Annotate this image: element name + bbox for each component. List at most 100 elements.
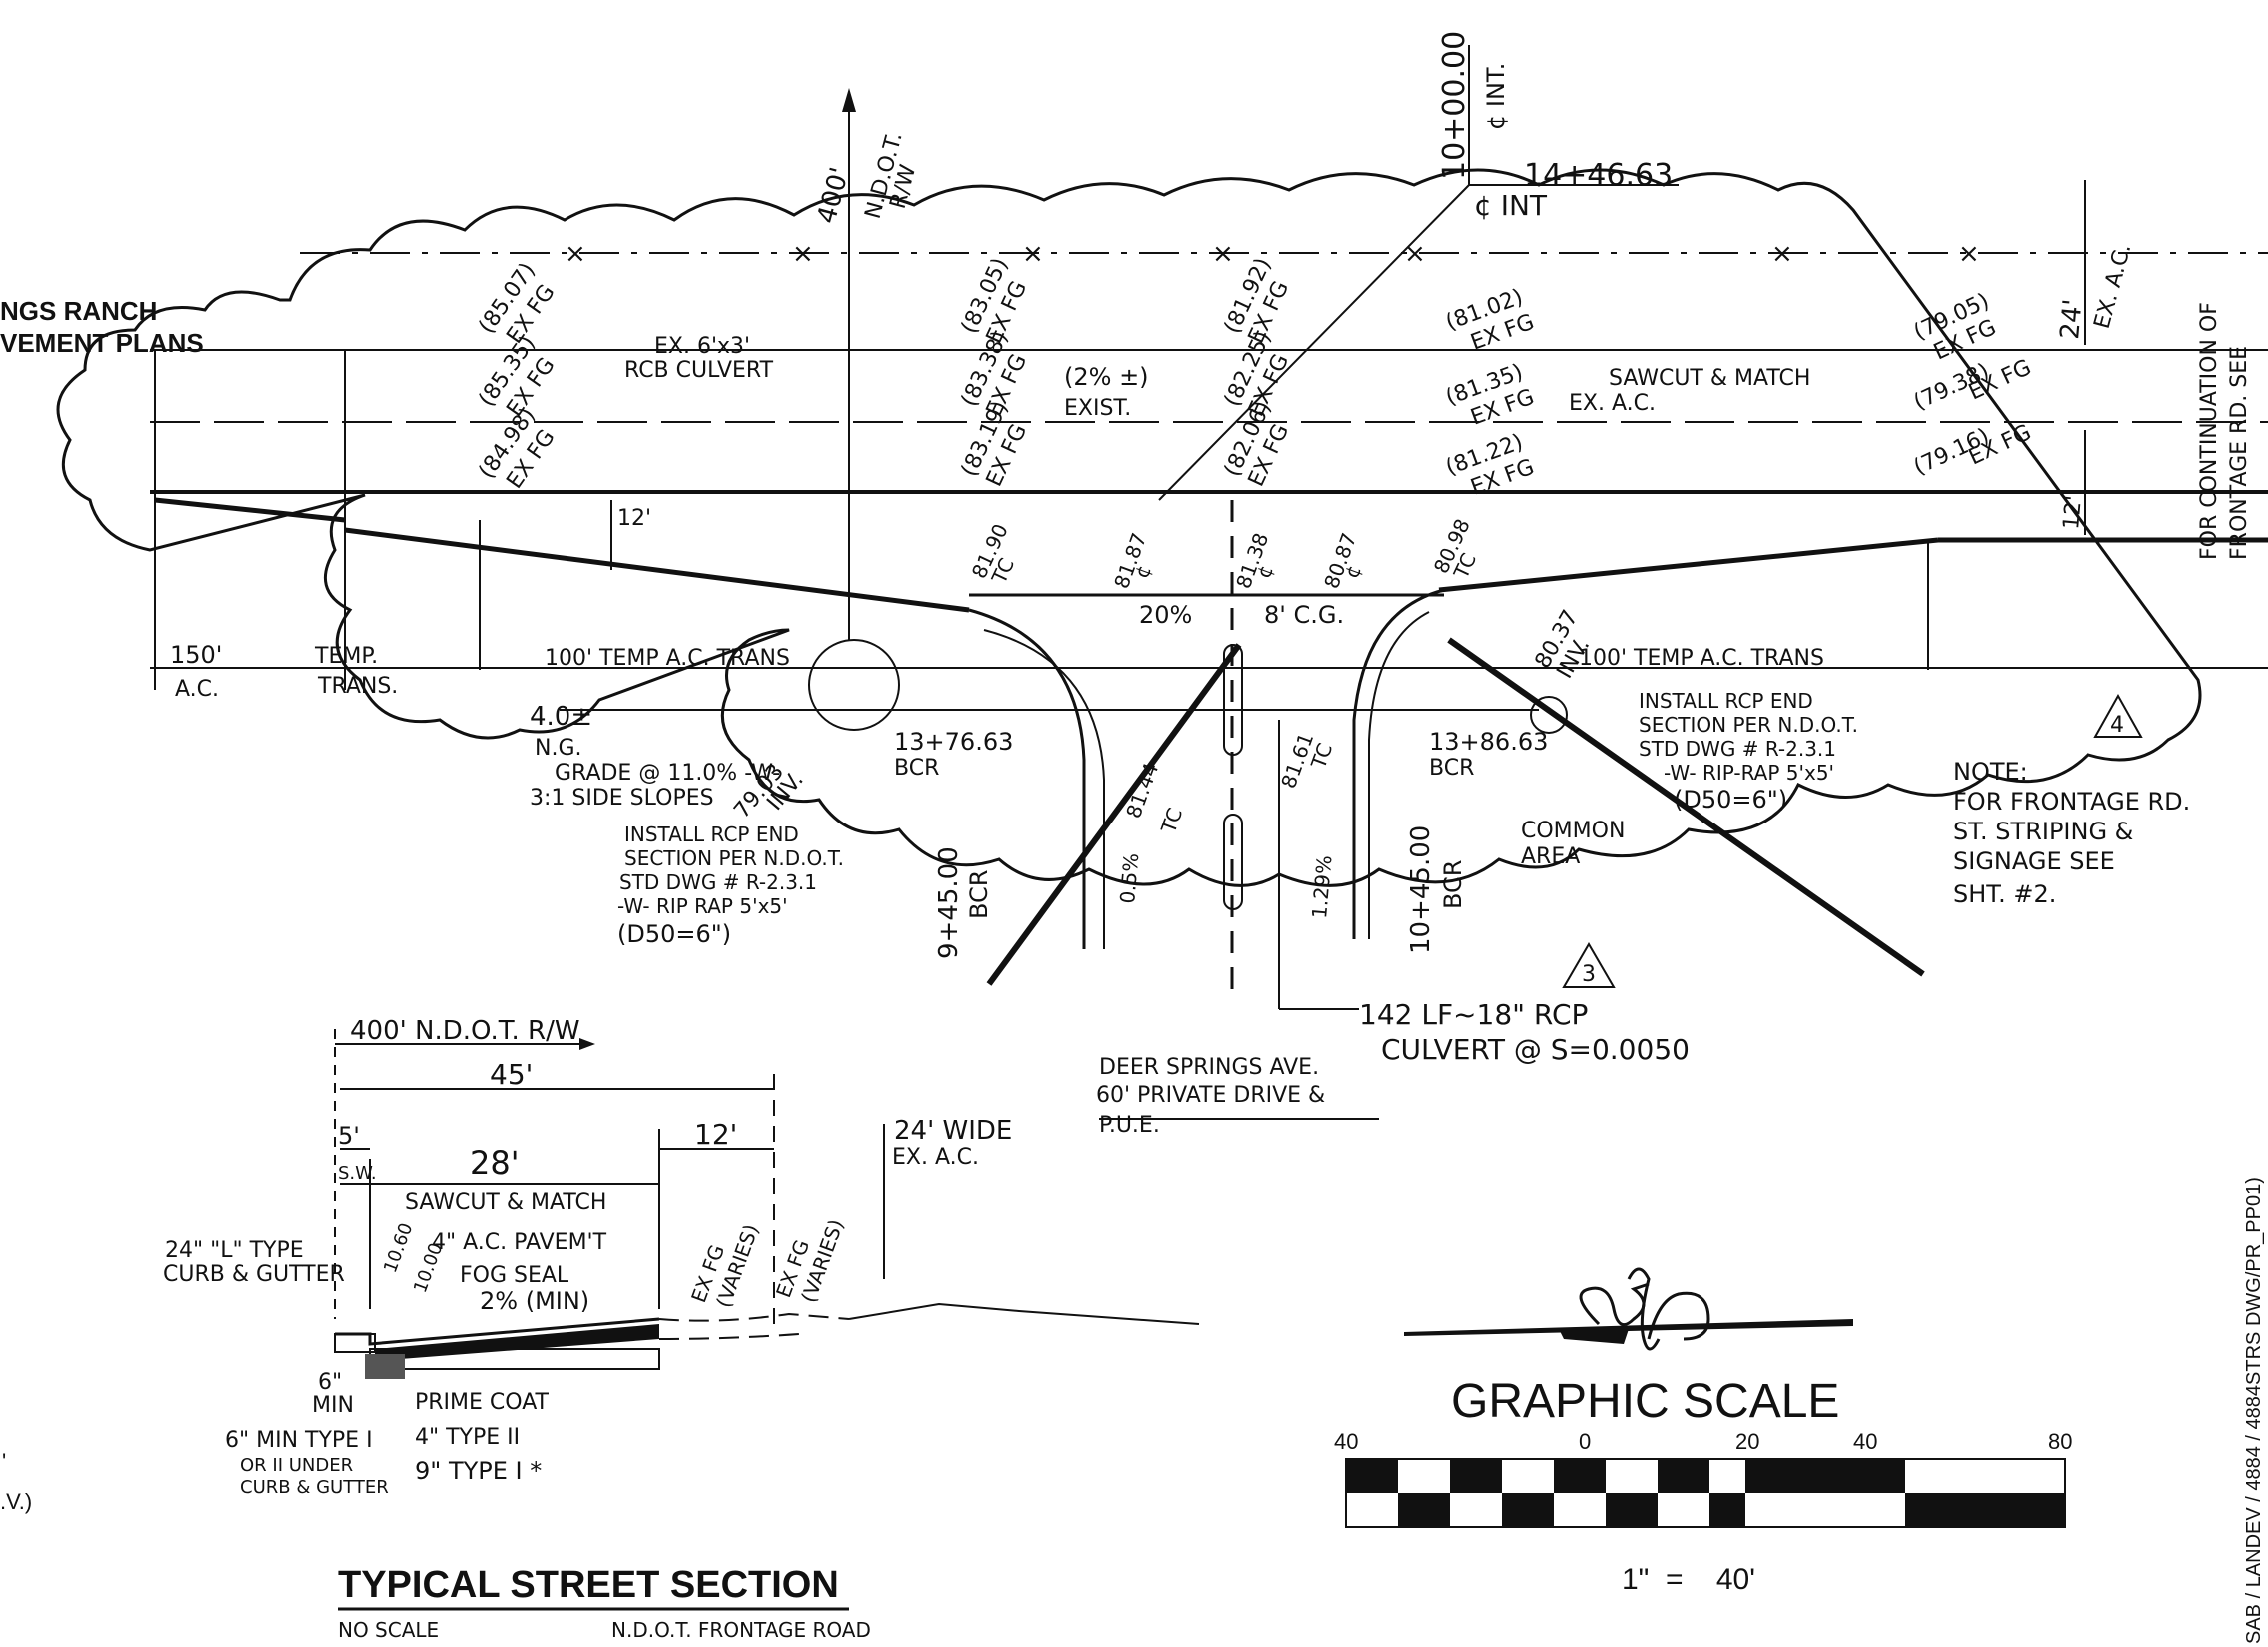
svg-text:×: × [792, 239, 814, 269]
plan-view: ××× ×××× [150, 45, 2268, 1120]
revision-cloud [56, 168, 2202, 887]
scale-title: GRAPHIC SCALE [1451, 1375, 1839, 1428]
section-24-sub: EX. A.C. [892, 1145, 979, 1170]
width-24: 24' [2055, 298, 2088, 341]
ng-label: N.G. [535, 736, 582, 761]
station-int-vertical: 10+00.00 [1437, 31, 1472, 180]
culvert-new-line: CULVERT @ S=0.0050 [1381, 1033, 1690, 1066]
culvert-ex-2: RCB CULVERT [624, 358, 774, 383]
bcr-left: 13+76.63 [894, 728, 1013, 756]
plan-title-line1: NGS RANCH [0, 296, 157, 326]
install-left-line: SECTION PER N.D.O.T. [624, 846, 844, 870]
station-int: 14+46.63 [1524, 158, 1673, 193]
bcr-right: 13+86.63 [1429, 728, 1548, 756]
deer-springs-line: DEER SPRINGS AVE. [1099, 1055, 1319, 1080]
tc-3: 81.38 [1231, 530, 1273, 592]
section-title: TYPICAL STREET SECTION [338, 1564, 839, 1606]
slope-129: 1.29% [1307, 854, 1336, 919]
margin-vertical-path: SAB / LANDEV / 4884 / 4884STRS DWG/PR_PP… [2243, 1177, 2265, 1644]
install-right-line: SECTION PER N.D.O.T. [1639, 713, 1858, 737]
section-tc-elev: 10.60 [380, 1220, 417, 1276]
install-right-line: -W- RIP-RAP 5'x5' [1664, 761, 1834, 785]
culvert-ex: EX. 6'x3' [654, 334, 750, 359]
sawcut-1: SAWCUT & MATCH [1609, 366, 1810, 391]
bcr-right-sub: BCR [1429, 756, 1474, 781]
svg-text:×: × [1404, 239, 1426, 269]
temp-ac-left: 100' TEMP A.C. TRANS [545, 646, 790, 671]
continuation-line: FRONTAGE RD. SEE [2227, 346, 2252, 560]
dim-12-right: 12' [2059, 494, 2087, 530]
frontage-note-line: SHT. #2. [1953, 880, 2056, 908]
frontage-note-line: NOTE: [1953, 758, 2028, 786]
fence-x-marks: ××× ×××× [565, 239, 1980, 269]
scale-tick: 40 [1334, 1429, 1358, 1454]
deer-springs-line: 60' PRIVATE DRIVE & [1096, 1083, 1325, 1108]
scale-bar [1345, 1458, 2066, 1528]
frontage-note-line: FOR FRONTAGE RD. [1953, 788, 2190, 816]
install-right-line: STD DWG # R-2.3.1 [1639, 737, 1836, 761]
section-under-2: OR II UNDER [240, 1455, 353, 1476]
section-28: 28' [470, 1144, 520, 1182]
station-int-label: ¢ INT [1474, 189, 1548, 222]
scale-tick: 40 [1853, 1429, 1877, 1454]
culvert-new: 142 LF~18" RCP CULVERT @ S=0.0050 [1359, 998, 1690, 1066]
ac-150: 150' [170, 641, 222, 669]
side-slopes: 3:1 SIDE SLOPES [530, 786, 714, 811]
install-note-left: INSTALL RCP END SECTION PER N.D.O.T. STD… [617, 823, 844, 948]
delta-3-label: 3 [1582, 962, 1596, 987]
section-under-1: 6" MIN TYPE I [225, 1428, 373, 1453]
deer-springs-line: P.U.E. [1099, 1113, 1160, 1138]
section-curb-2: CURB & GUTTER [163, 1262, 345, 1287]
ng-value: 4.0± [530, 702, 592, 732]
scale-ticks: 40 0 20 40 80 [1334, 1429, 2072, 1454]
scale-ratio: 1" = 40' [1622, 1563, 1755, 1596]
section-5: 5' [338, 1122, 360, 1150]
curb-tc-labels: 81.90 TC 81.87 ¢ 81.38 ¢ 80.87 ¢ 80.98 T… [967, 515, 1481, 592]
plan-notes: EX. 6'x3' RCB CULVERT (2% ±) EXIST. SAWC… [170, 241, 2136, 919]
install-note-right: INSTALL RCP END SECTION PER N.D.O.T. STD… [1639, 689, 1858, 814]
bcr-vert-right: 10+45.00 [1406, 825, 1436, 954]
ac-150-sub: A.C. [175, 677, 219, 702]
tc-4: 80.87 [1319, 530, 1361, 592]
revision-triangle-4 [2093, 693, 2143, 738]
typical-section [334, 1029, 1200, 1379]
temp-trans-sub: TRANS. [317, 674, 398, 699]
install-left-line: STD DWG # R-2.3.1 [619, 870, 817, 894]
scale-tick: 0 [1579, 1429, 1591, 1454]
bcr-vert-right-sub: BCR [1439, 860, 1467, 909]
exist-label: EXIST. [1064, 396, 1131, 421]
section-fog: FOG SEAL [460, 1263, 569, 1288]
slope-05: 0.5% [1115, 852, 1143, 905]
north-arrow-icon [1404, 1267, 1853, 1351]
section-type2: 4" TYPE II [415, 1425, 520, 1450]
scale-tick: 20 [1735, 1429, 1759, 1454]
install-left-line: -W- RIP RAP 5'x5' [617, 894, 788, 918]
station-int-vertical-sub: ¢ INT. [1482, 63, 1510, 130]
tc-8144: 81.44 [1121, 760, 1163, 822]
vg-label: 8' C.G. [1264, 601, 1344, 629]
bcr-left-sub: BCR [894, 756, 939, 781]
svg-text:×: × [1212, 239, 1234, 269]
install-left-line: INSTALL RCP END [624, 823, 799, 846]
common-area-line: AREA [1521, 844, 1580, 869]
common-area-line: COMMON [1521, 819, 1625, 843]
plan-title-line2: VEMENT PLANS [0, 328, 204, 358]
exist-slope: (2% ±) [1064, 363, 1149, 391]
scale-tick: 80 [2048, 1429, 2072, 1454]
tc-2: 81.87 [1109, 530, 1151, 592]
section-rw: 400' N.D.O.T. R/W [350, 1016, 580, 1046]
bcr-vert-left-sub: BCR [965, 870, 993, 919]
section-slope: 2% (MIN) [480, 1287, 589, 1315]
svg-text:×: × [1958, 239, 1980, 269]
frontage-note-line: SIGNAGE SEE [1953, 847, 2115, 875]
revision-triangle-3 [1562, 942, 1616, 988]
section-sawcut: SAWCUT & MATCH [405, 1190, 606, 1215]
section-min6: 6" [318, 1370, 342, 1395]
ex-ac: EX. A.C. [2090, 241, 2137, 331]
install-right-line: INSTALL RCP END [1639, 689, 1813, 713]
deer-springs: DEER SPRINGS AVE. 60' PRIVATE DRIVE & P.… [1096, 1055, 1325, 1138]
sawcut-2: EX. A.C. [1569, 391, 1656, 416]
margin-left-frag1: ' [2, 1449, 6, 1474]
svg-text:×: × [565, 239, 586, 269]
culvert-new-line: 142 LF~18" RCP [1359, 998, 1588, 1031]
